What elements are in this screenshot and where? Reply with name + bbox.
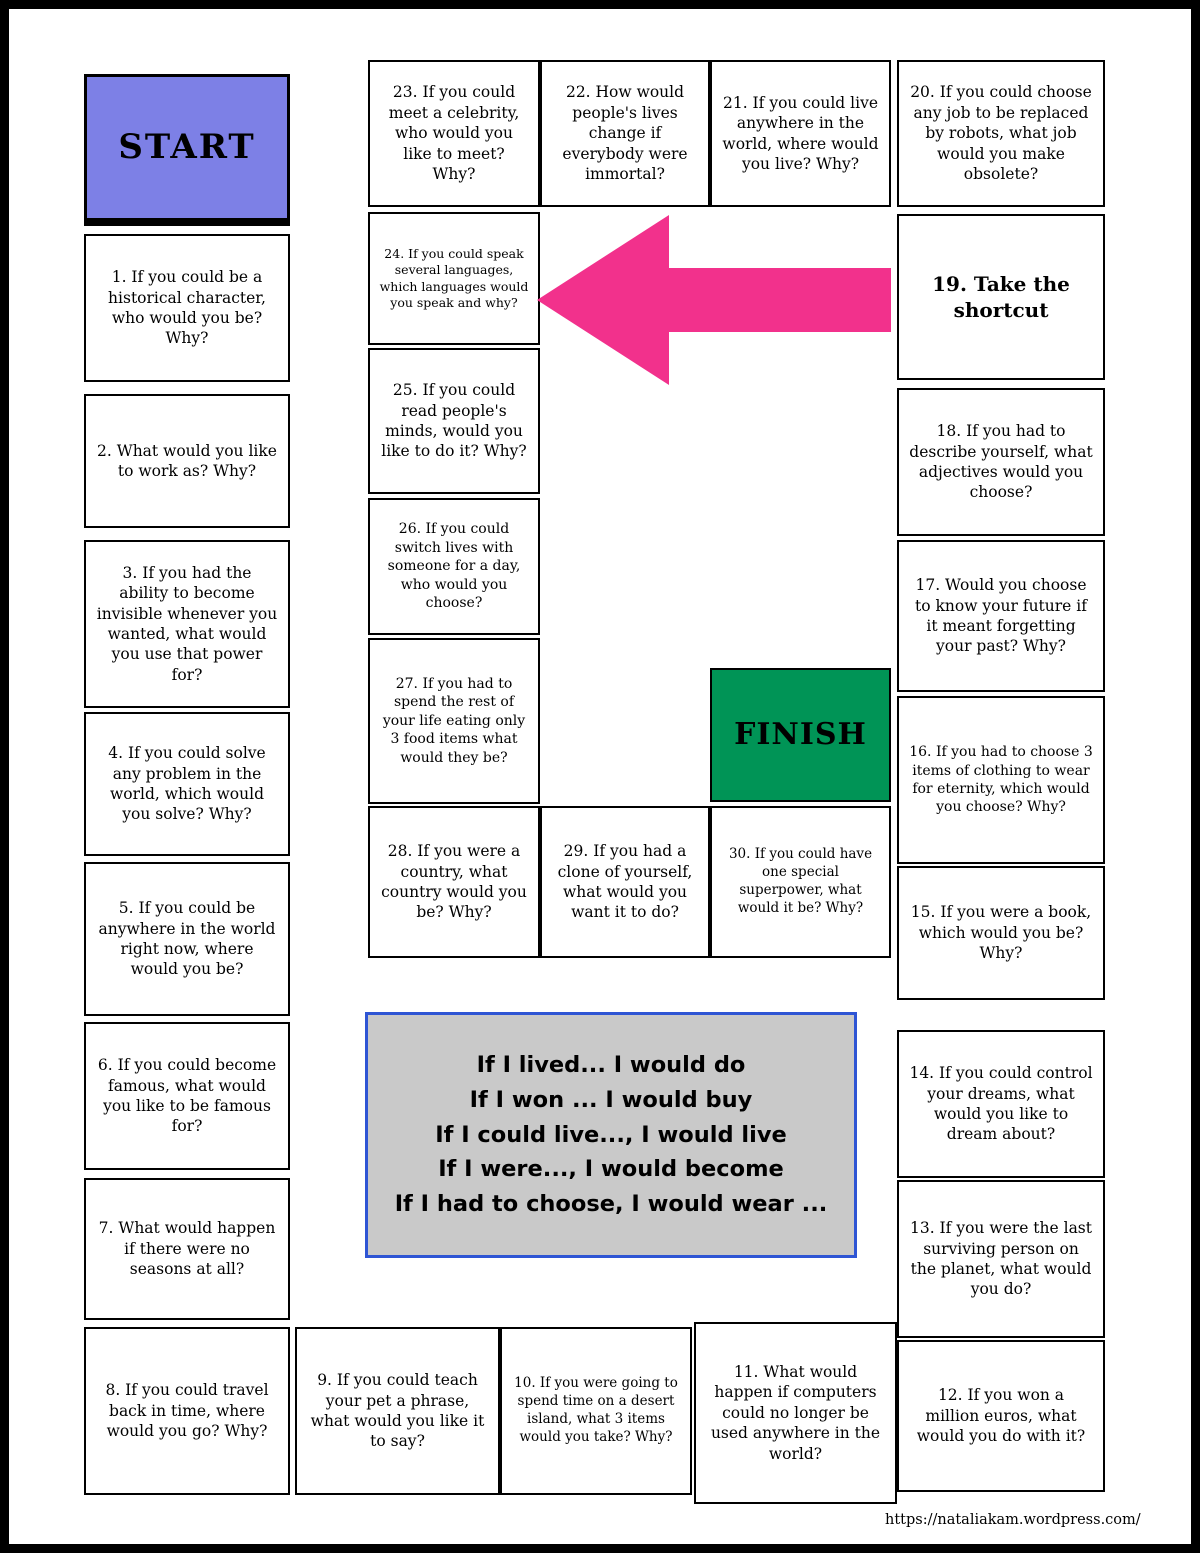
board-cell-3: 3. If you had the ability to become invi… [84,540,290,708]
board-cell-7: 7. What would happen if there were no se… [84,1178,290,1320]
board-cell-1: 1. If you could be a historical characte… [84,234,290,382]
board-cell-21: 21. If you could live anywhere in the wo… [710,60,891,207]
board-cell-18: 18. If you had to describe yourself, wha… [897,388,1105,536]
finish-box: FINISH [710,668,891,802]
board-cell-24: 24. If you could speak several languages… [368,212,540,345]
prompt-line-2: If I won ... I would buy [469,1086,753,1113]
board-cell-2: 2. What would you like to work as? Why? [84,394,290,528]
board-cell-9: 9. If you could teach your pet a phrase,… [295,1327,500,1495]
center-prompt-box: If I lived... I would do If I won ... I … [365,1012,857,1258]
prompt-line-5: If I had to choose, I would wear ... [394,1191,828,1218]
board-cell-12: 12. If you won a million euros, what wou… [897,1340,1105,1492]
board-cell-23: 23. If you could meet a celebrity, who w… [368,60,540,207]
board-cell-22: 22. How would people's lives change if e… [540,60,710,207]
shortcut-left-arrow-icon [537,215,891,385]
start-box: START [84,74,290,226]
board-cell-6: 6. If you could become famous, what woul… [84,1022,290,1170]
board-cell-25: 25. If you could read people's minds, wo… [368,348,540,494]
prompt-line-1: If I lived... I would do [476,1051,746,1078]
board-cell-10: 10. If you were going to spend time on a… [500,1327,692,1495]
board-cell-13: 13. If you were the last surviving perso… [897,1180,1105,1338]
board-cell-14: 14. If you could control your dreams, wh… [897,1030,1105,1178]
board-cell-19: 19. Take the shortcut [897,214,1105,380]
prompt-line-3: If I could live..., I would live [435,1121,787,1148]
footer-url: https://nataliakam.wordpress.com/ [885,1512,1141,1528]
board-cell-8: 8. If you could travel back in time, whe… [84,1327,290,1495]
board-cell-4: 4. If you could solve any problem in the… [84,712,290,856]
board-cell-16: 16. If you had to choose 3 items of clot… [897,696,1105,864]
board-cell-20: 20. If you could choose any job to be re… [897,60,1105,207]
board-cell-27: 27. If you had to spend the rest of your… [368,638,540,804]
board-cell-26: 26. If you could switch lives with someo… [368,498,540,635]
board-cell-17: 17. Would you choose to know your future… [897,540,1105,692]
board-cell-11: 11. What would happen if computers could… [694,1322,897,1504]
board-cell-29: 29. If you had a clone of yourself, what… [540,806,710,958]
board-cell-5: 5. If you could be anywhere in the world… [84,862,290,1016]
prompt-line-4: If I were..., I would become [438,1156,784,1183]
board-cell-28: 28. If you were a country, what country … [368,806,540,958]
board-cell-15: 15. If you were a book, which would you … [897,866,1105,1000]
board-cell-30: 30. If you could have one special superp… [710,806,891,958]
